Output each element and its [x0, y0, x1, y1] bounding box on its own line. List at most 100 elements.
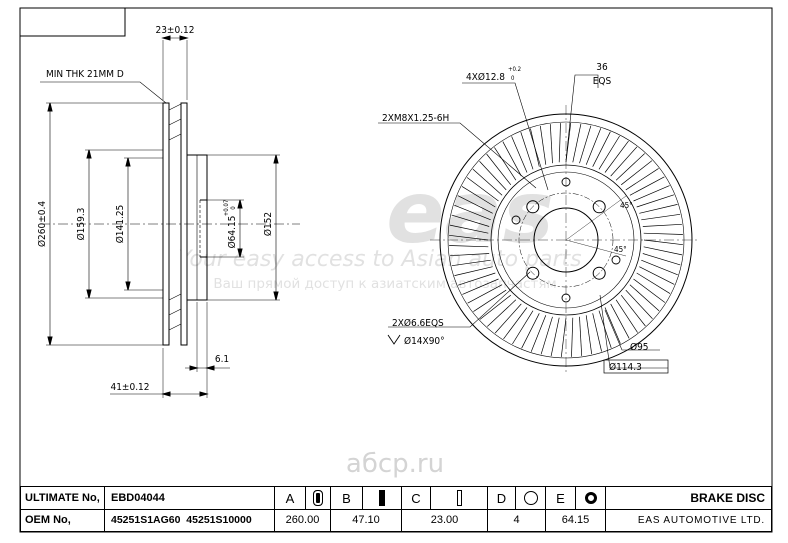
vent-rib	[451, 214, 490, 227]
val-c: 23.00	[402, 509, 488, 531]
vent-rib	[560, 317, 567, 357]
col-b-label: B	[331, 487, 363, 509]
val-b: 47.10	[331, 509, 402, 531]
vent-rib	[530, 315, 547, 352]
vent-rib	[620, 294, 646, 327]
dim-dia-152: Ø152	[262, 212, 274, 236]
vent-rib	[565, 123, 572, 163]
dim-eqs: EQS	[593, 76, 612, 87]
hub-bore-icon	[584, 492, 597, 504]
vent-rib	[472, 168, 503, 196]
vent-rib	[643, 246, 683, 256]
col-e-label: E	[546, 487, 576, 509]
vent-rib	[598, 135, 620, 170]
vent-rib	[539, 125, 547, 165]
val-e: 64.15	[546, 509, 606, 531]
disc-outer-icon	[313, 490, 323, 506]
dim-pcd: Ø114.3	[609, 361, 642, 373]
col-d-icon	[516, 487, 546, 509]
screw-hole	[611, 255, 621, 265]
vent-rib	[512, 310, 534, 345]
oem-label: OEM No,	[21, 509, 105, 531]
dim-dia-141: Ø141.25	[114, 205, 126, 244]
company-name: EAS AUTOMOTIVE LTD.	[637, 514, 765, 526]
vent-rib	[487, 299, 517, 327]
dim-angle-36: 36	[596, 62, 608, 73]
vent-rib	[494, 147, 517, 181]
vent-rib	[549, 124, 553, 164]
corner-box	[20, 8, 126, 37]
vent-rib	[629, 176, 665, 196]
vent-rib	[540, 316, 553, 355]
dim-thickness: 23±0.12	[155, 25, 194, 36]
section-view	[40, 35, 300, 398]
vent-rib	[610, 303, 630, 339]
vent-rib	[558, 123, 561, 163]
val-d: 4	[488, 509, 546, 531]
col-c-label: C	[402, 487, 431, 509]
vent-rib	[520, 131, 534, 170]
vent-rib	[642, 223, 682, 227]
ultimate-label: ULTIMATE No,	[21, 487, 105, 509]
vent-rib	[473, 289, 507, 312]
vent-rib	[629, 284, 660, 312]
vent-rib	[639, 266, 675, 285]
vent-rib	[467, 284, 503, 304]
vent-rib	[449, 224, 489, 234]
disc-height-icon	[379, 490, 385, 506]
vent-rib	[610, 146, 638, 177]
title-row-2: OEM No, 45251S1AG60 45251S10000 260.00 4…	[21, 509, 771, 531]
vent-rib	[450, 253, 490, 257]
vent-ribs	[168, 103, 182, 331]
vent-rib	[633, 185, 670, 202]
vent-rib	[615, 153, 645, 181]
vent-rib	[642, 253, 681, 266]
watermark-line-en: Your easy access to Asian auto parts	[178, 247, 581, 272]
vent-rib	[579, 125, 592, 164]
drawing-frame	[19, 7, 773, 533]
vent-rib	[550, 317, 560, 357]
vent-rib	[479, 294, 512, 320]
vent-rib	[585, 315, 593, 355]
dim-hub-depth: 6.1	[215, 354, 229, 365]
watermark-site: aбcp.ru	[346, 449, 444, 479]
disc-thickness-icon	[456, 490, 462, 506]
dim-thread: 2XM8X1.25-6H	[382, 113, 449, 124]
dim-angle-45b: 45°	[614, 245, 627, 254]
vent-rib	[572, 123, 582, 163]
vent-rib	[454, 204, 491, 221]
front-view	[378, 74, 700, 375]
bolt-count-icon	[523, 491, 538, 505]
vent-rib	[625, 289, 653, 319]
dim-dia-hub-tol: +0.07	[223, 200, 230, 217]
dim-dia-outer: Ø260±0.4	[36, 201, 48, 247]
vent-rib	[641, 213, 681, 221]
bolt-hole	[592, 266, 606, 280]
vent-rib	[494, 303, 522, 334]
dim-chamfer: Ø14X90°	[404, 335, 445, 347]
vent-rib	[604, 140, 629, 173]
watermark: eas Your easy access to Asian auto parts…	[178, 163, 581, 479]
dim-angle-45a: 45°	[620, 201, 633, 210]
col-b-icon	[363, 487, 402, 509]
screw-hole	[511, 215, 521, 225]
bolt-hole	[526, 200, 540, 214]
vent-rib	[461, 186, 496, 208]
oem-value: 45251S1AG60 45251S10000	[105, 509, 275, 531]
vent-rib	[592, 131, 611, 167]
vent-rib	[502, 141, 522, 177]
front-dimensions: 4XØ12.8 +0.2 0 36 EQS 2XM8X1.25-6H 2XØ6.…	[382, 62, 649, 373]
dim-bolt-holes: 4XØ12.8	[466, 71, 505, 83]
watermark-line-ru: Ваш прямой доступ к азиатским автозапчас…	[213, 276, 556, 292]
vent-rib	[451, 259, 491, 267]
vent-rib	[449, 245, 489, 248]
col-d-label: D	[488, 487, 516, 509]
col-c-icon	[431, 487, 488, 509]
vent-rib	[585, 128, 602, 165]
section-dimensions: 23±0.12 MIN THK 21MM D Ø260±0.4 Ø159.3 Ø…	[36, 25, 274, 393]
val-a: 260.00	[275, 509, 331, 531]
vent-rib	[620, 160, 653, 186]
dim-dia-95: Ø95	[630, 341, 649, 353]
drawing-title: BRAKE DISC	[690, 491, 765, 505]
